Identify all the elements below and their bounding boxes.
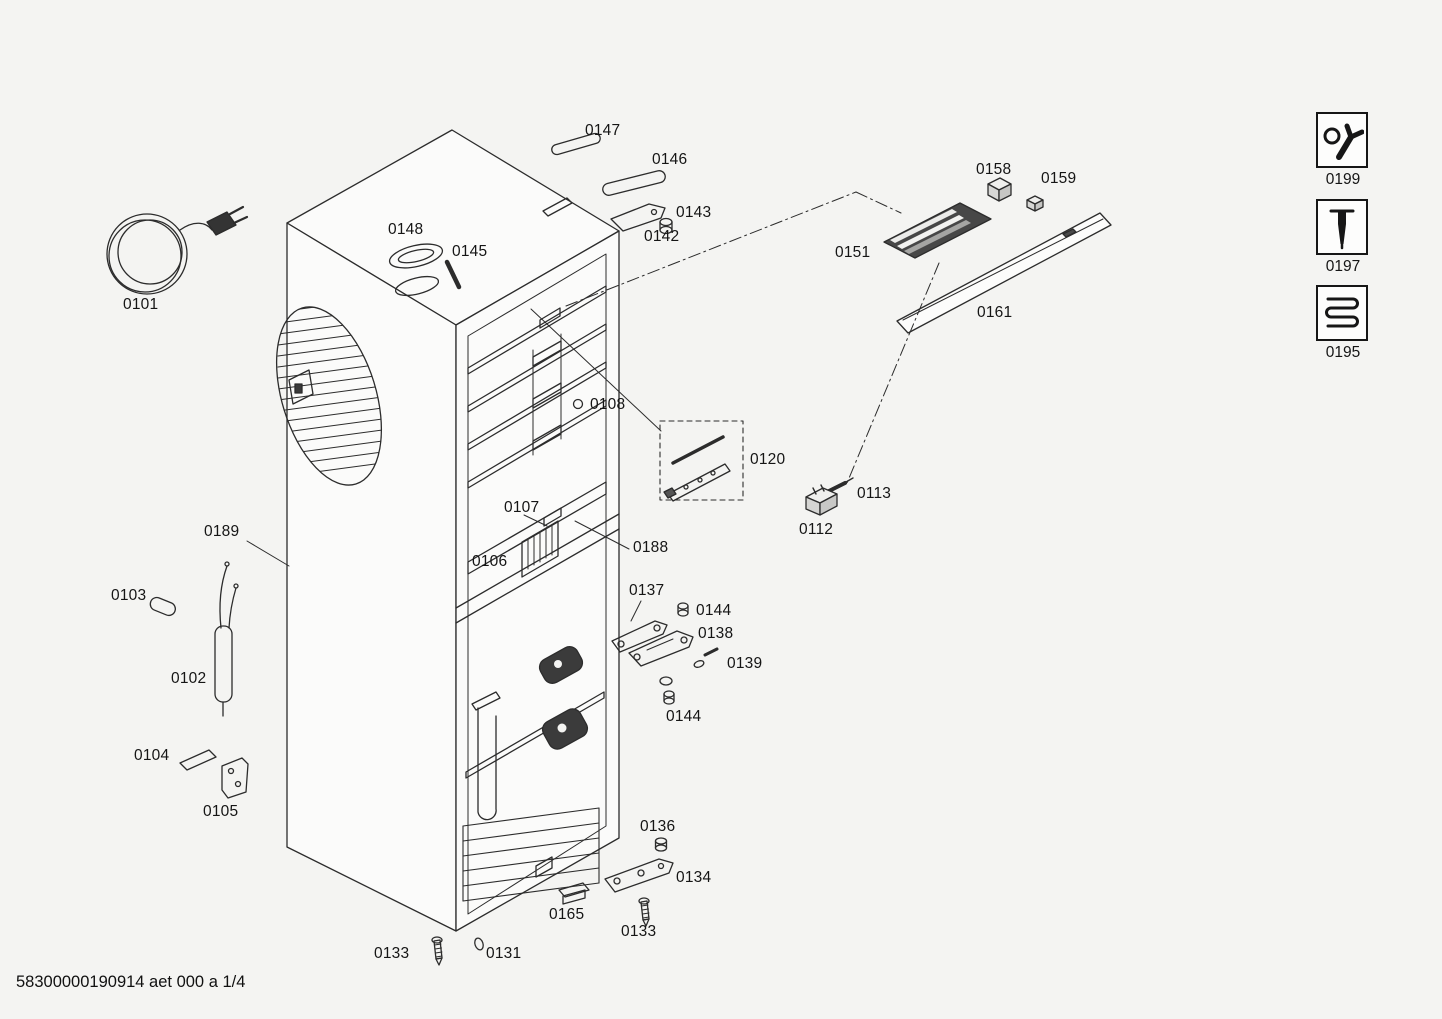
wrench-icon — [1316, 112, 1368, 168]
part-0120-module-box — [659, 420, 744, 502]
part-label-0104: 0104 — [134, 747, 170, 764]
part-label-0165: 0165 — [549, 906, 585, 923]
part-label-0148: 0148 — [388, 221, 424, 238]
part-label-0142: 0142 — [644, 228, 680, 245]
part-0105-bracket — [221, 757, 249, 799]
part-label-0131: 0131 — [486, 945, 522, 962]
part-0104-plate — [179, 749, 217, 771]
part-label-0136: 0136 — [640, 818, 676, 835]
document-number: 58300000190914 aet 000 a 1/4 — [16, 973, 246, 991]
part-0142-nut — [659, 217, 673, 235]
legend-item-heater: 0195 — [1316, 285, 1370, 362]
part-0146-cover — [602, 170, 666, 196]
part-power-cord — [106, 205, 249, 295]
part-label-0159: 0159 — [1041, 170, 1077, 187]
part-label-0161: 0161 — [977, 304, 1013, 321]
part-0147-trim — [551, 132, 601, 156]
part-label-0105: 0105 — [203, 803, 239, 820]
part-0165-clamp — [558, 882, 590, 905]
part-label-0189: 0189 — [204, 523, 240, 540]
part-label-0145: 0145 — [452, 243, 488, 260]
part-0137-hinge-arm — [611, 620, 668, 653]
part-label-0133: 0133 — [374, 945, 410, 962]
part-label-0120: 0120 — [750, 451, 786, 468]
part-label-0139: 0139 — [727, 655, 763, 672]
legend-label-0199: 0199 — [1325, 171, 1361, 188]
part-0158-switch — [987, 177, 1012, 202]
part-label-0144: 0144 — [666, 708, 702, 725]
part-label-0101: 0101 — [123, 296, 159, 313]
legend-item-tools: 0199 — [1316, 112, 1370, 189]
part-label-0138: 0138 — [698, 625, 734, 642]
part-0144-nut-lower — [659, 676, 675, 705]
legend-label-0197: 0197 — [1325, 258, 1361, 275]
part-0148-cover — [388, 243, 444, 269]
part-label-0146: 0146 — [652, 151, 688, 168]
part-label-0144: 0144 — [696, 602, 732, 619]
part-0133-screw-left — [431, 936, 443, 966]
part-label-0107: 0107 — [504, 499, 540, 516]
part-0106-grille — [521, 520, 559, 578]
part-0144-nut-upper — [677, 602, 689, 617]
part-label-0102: 0102 — [171, 670, 207, 687]
part-label-0143: 0143 — [676, 204, 712, 221]
part-label-0134: 0134 — [676, 869, 712, 886]
freezer-interior — [465, 646, 605, 821]
part-0107-slot — [543, 507, 562, 527]
part-label-0108: 0108 — [590, 396, 626, 413]
part-0139-screw — [693, 647, 719, 668]
legend-label-0195: 0195 — [1325, 344, 1361, 361]
part-label-0147: 0147 — [585, 122, 621, 139]
part-0138-hinge-bracket — [628, 630, 694, 667]
part-label-0158: 0158 — [976, 161, 1012, 178]
part-0136-nut — [654, 837, 668, 852]
door-pockets — [532, 307, 562, 451]
part-0108-marker — [572, 398, 584, 410]
part-0103-sleeve — [149, 596, 176, 617]
part-0161-panel-strip — [896, 212, 1112, 334]
part-0112-connector — [805, 484, 838, 516]
part-0131-grommet — [474, 937, 484, 951]
part-label-0188: 0188 — [633, 539, 669, 556]
heater-coil-icon — [1316, 285, 1368, 341]
part-label-0106: 0106 — [472, 553, 508, 570]
bottom-rack — [462, 807, 600, 902]
part-0134-hinge-plate — [604, 858, 674, 893]
part-0159-switch — [1026, 195, 1044, 212]
part-0102-drier-filter — [214, 561, 239, 717]
part-label-0113: 0113 — [857, 485, 892, 502]
part-label-0103: 0103 — [111, 587, 147, 604]
screwdriver-icon — [1316, 199, 1368, 255]
part-label-0137: 0137 — [629, 582, 665, 599]
leader-lines — [246, 191, 940, 622]
part-0143-bracket — [610, 203, 666, 232]
part-label-0133: 0133 — [621, 923, 657, 940]
cabinet-body — [286, 129, 620, 932]
part-label-0112: 0112 — [799, 521, 834, 538]
legend-item-screwdriver: 0197 — [1316, 199, 1370, 276]
part-label-0151: 0151 — [835, 244, 871, 261]
part-0145-pin — [444, 259, 462, 290]
part-0151-control-module — [883, 202, 992, 259]
part-0133-screw-right — [638, 897, 650, 927]
